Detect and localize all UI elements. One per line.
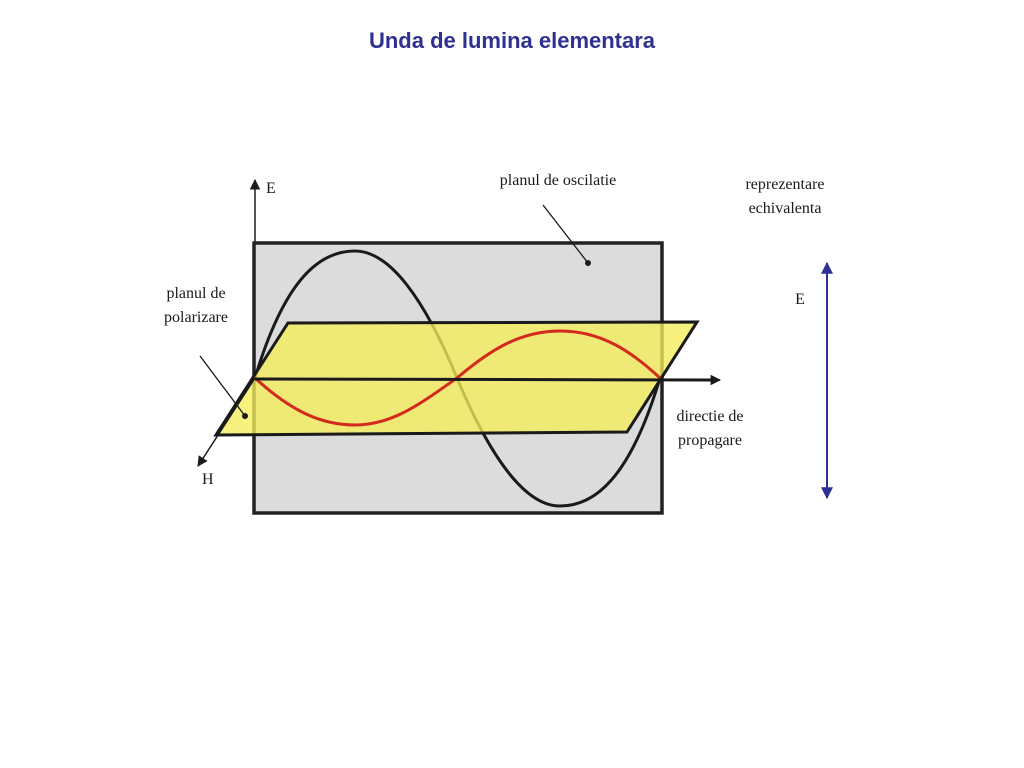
oscillation-plane-label: planul de oscilatie — [500, 172, 616, 189]
propagation-label-line1: directie de — [676, 408, 743, 425]
polarization-plane-label-line2: polarizare — [164, 309, 228, 326]
propagation-label-line2: propagare — [678, 432, 742, 449]
polarization-plane-label-line1: planul de — [166, 285, 225, 302]
h-axis — [197, 377, 256, 467]
slide-title: Unda de lumina elementara — [368, 28, 656, 53]
equivalent-label-line2: echivalenta — [749, 200, 822, 217]
propagation-axis — [254, 377, 719, 382]
equivalent-e-label: E — [795, 291, 805, 308]
h-axis-label: H — [202, 471, 214, 488]
oscillation-plane-leader — [542, 204, 589, 264]
polarization-plane-leader — [199, 355, 246, 417]
equivalent-label-line1: reprezentare — [745, 176, 824, 193]
e-axis-label: E — [266, 180, 276, 197]
oscillation-plane-dot — [585, 260, 591, 266]
polarization-plane-dot — [242, 413, 248, 419]
